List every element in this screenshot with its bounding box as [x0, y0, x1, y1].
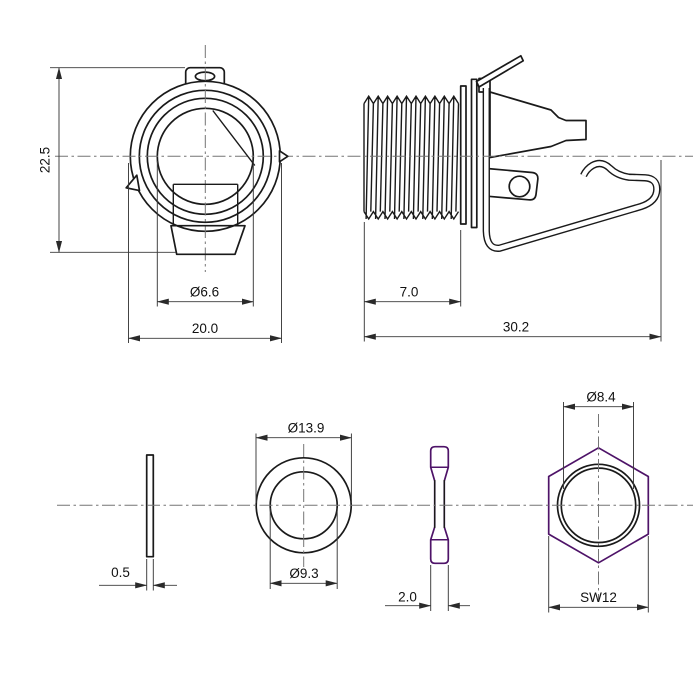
mounting-tab-side [475, 54, 525, 88]
washer-side-view [145, 454, 155, 558]
dim-label-nut-wrench: SW12 [580, 590, 617, 605]
dim-label-nut-hole: Ø8.4 [586, 390, 616, 405]
dim-label-front-outer: 20.0 [192, 321, 218, 336]
side-lug-right [278, 149, 289, 163]
tip-contact-cone [489, 91, 587, 159]
dim-label-thread-length: 7.0 [400, 285, 419, 300]
spring-contact-inner [484, 88, 660, 251]
dim-label-nut-thickness: 2.0 [398, 590, 417, 605]
dim-label-washer-inner: Ø9.3 [289, 566, 318, 581]
front-view-details [125, 110, 289, 256]
dimension-annotations: 22.5 Ø6.6 20.0 7.0 30.2 0.5 Ø13.9 [38, 67, 662, 613]
body-plate [470, 78, 478, 229]
side-view [363, 54, 661, 252]
rivet-hole [508, 175, 531, 198]
washer-profile [145, 454, 155, 558]
dim-label-overall-length: 30.2 [503, 320, 529, 335]
threaded-barrel [363, 94, 460, 221]
rear-housing-trapezoid [170, 224, 246, 256]
dim-label-washer-outer: Ø13.9 [288, 421, 325, 436]
tip-contact-edge [212, 110, 256, 166]
washer-front-view [255, 456, 353, 554]
side-lug-left [125, 174, 141, 192]
dim-label-washer-thickness: 0.5 [111, 565, 130, 580]
dim-label-front-hole: Ø6.6 [190, 285, 219, 300]
dim-label-front-height: 22.5 [38, 147, 53, 173]
flange-washer [459, 85, 467, 225]
centerlines [55, 45, 693, 601]
